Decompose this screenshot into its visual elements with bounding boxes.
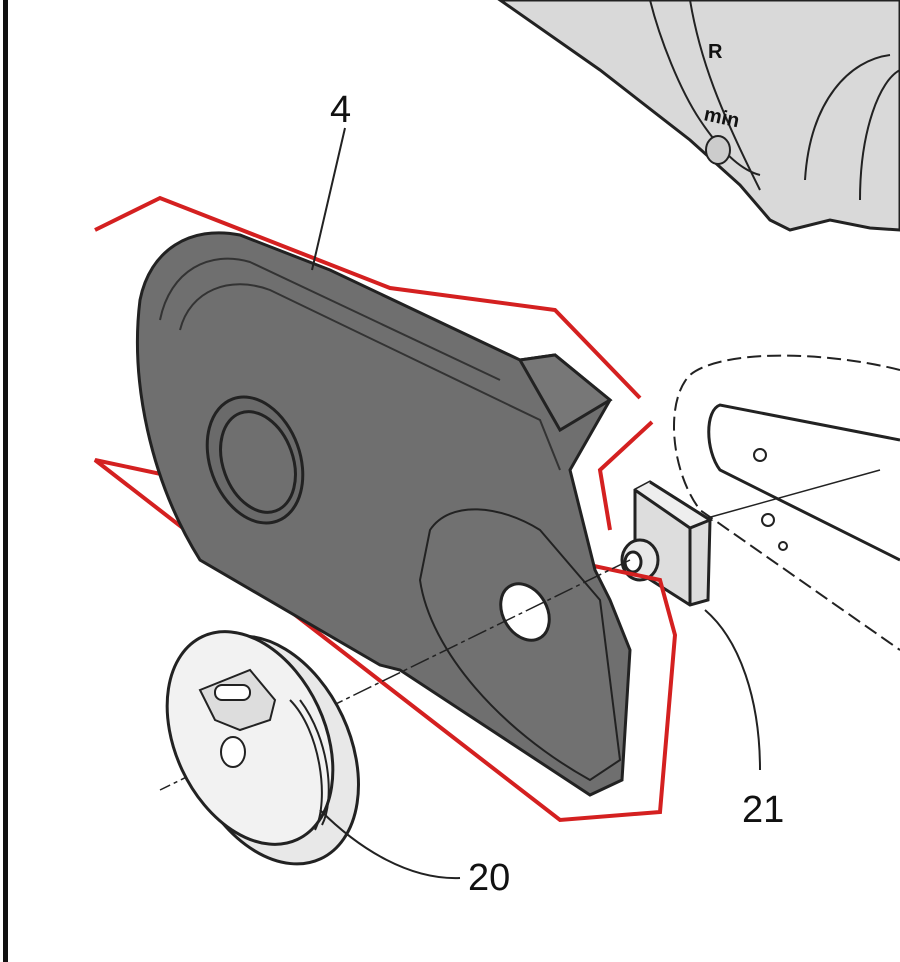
chain-cover — [136, 231, 632, 797]
bar-nut — [620, 480, 714, 607]
assembly-axis — [159, 559, 631, 791]
part-label-21: 21 — [742, 789, 784, 831]
saw-body — [497, 0, 900, 232]
leader-lines — [311, 127, 761, 880]
part-label-4: 4 — [330, 89, 351, 131]
left-border — [3, 0, 8, 962]
tensioning-knob — [165, 630, 360, 866]
lock-marking: R — [708, 41, 723, 63]
guide-bar — [673, 354, 900, 651]
part-label-20: 20 — [468, 857, 510, 899]
